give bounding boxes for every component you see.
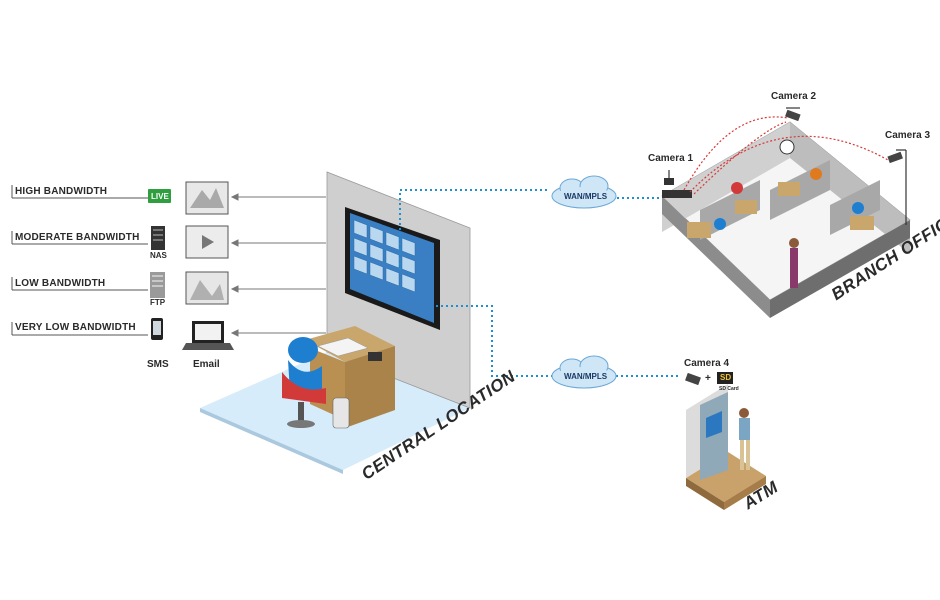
tier-label-low: LOW BANDWIDTH	[15, 278, 106, 289]
camera-4-label: Camera 4	[684, 358, 730, 369]
email-label: Email	[193, 359, 220, 370]
branch-back-wall-right	[790, 122, 910, 254]
branch-base-right	[770, 220, 910, 318]
nas-server-icon	[151, 226, 165, 250]
atm-scene	[686, 384, 766, 510]
tier-label-moderate: MODERATE BANDWIDTH	[15, 232, 140, 243]
camera-4-icon	[685, 372, 701, 386]
bandwidth-tier-lines	[11, 185, 148, 336]
feed-arrows	[230, 193, 326, 337]
camera-2-label: Camera 2	[771, 91, 817, 102]
camera-1-icon	[664, 170, 674, 185]
live-badge	[148, 189, 171, 203]
sd-card-icon	[717, 372, 733, 384]
laptop-icon	[182, 321, 234, 350]
video-wall-monitor	[345, 207, 440, 330]
wan-label-2: WAN/MPLS	[564, 372, 608, 381]
video-thumbnails	[185, 181, 229, 305]
camera-signal-arcs	[683, 116, 889, 195]
camera-1-label: Camera 1	[648, 153, 694, 164]
camera-3-icon	[887, 149, 907, 225]
operator-workstation	[282, 326, 395, 429]
ftp-server-icon	[150, 272, 165, 298]
network-link-lines	[399, 189, 681, 377]
wan-cloud-1	[551, 175, 617, 209]
mobile-phone-icon	[151, 318, 163, 340]
tier-label-high: HIGH BANDWIDTH	[15, 186, 108, 197]
sms-label: SMS	[147, 359, 169, 370]
camera-2-icon	[785, 107, 801, 122]
live-badge-label: LIVE	[151, 192, 169, 201]
sd-card-caption: SD Card	[719, 386, 739, 392]
nas-label: NAS	[150, 251, 167, 260]
sd-card-badge: SD	[720, 373, 732, 382]
branch-office	[661, 121, 911, 318]
wan-label-1: WAN/MPLS	[564, 192, 608, 201]
floor-edge	[200, 408, 343, 474]
branch-back-wall-left	[662, 122, 790, 232]
wan-cloud-2	[551, 355, 617, 389]
ftp-label: FTP	[150, 298, 166, 307]
plus-sign: +	[705, 373, 711, 384]
camera-3-label: Camera 3	[885, 130, 931, 141]
network-switch-icon	[662, 190, 692, 198]
tier-label-very-low: VERY LOW BANDWIDTH	[15, 322, 136, 333]
atm-machine	[700, 392, 728, 480]
